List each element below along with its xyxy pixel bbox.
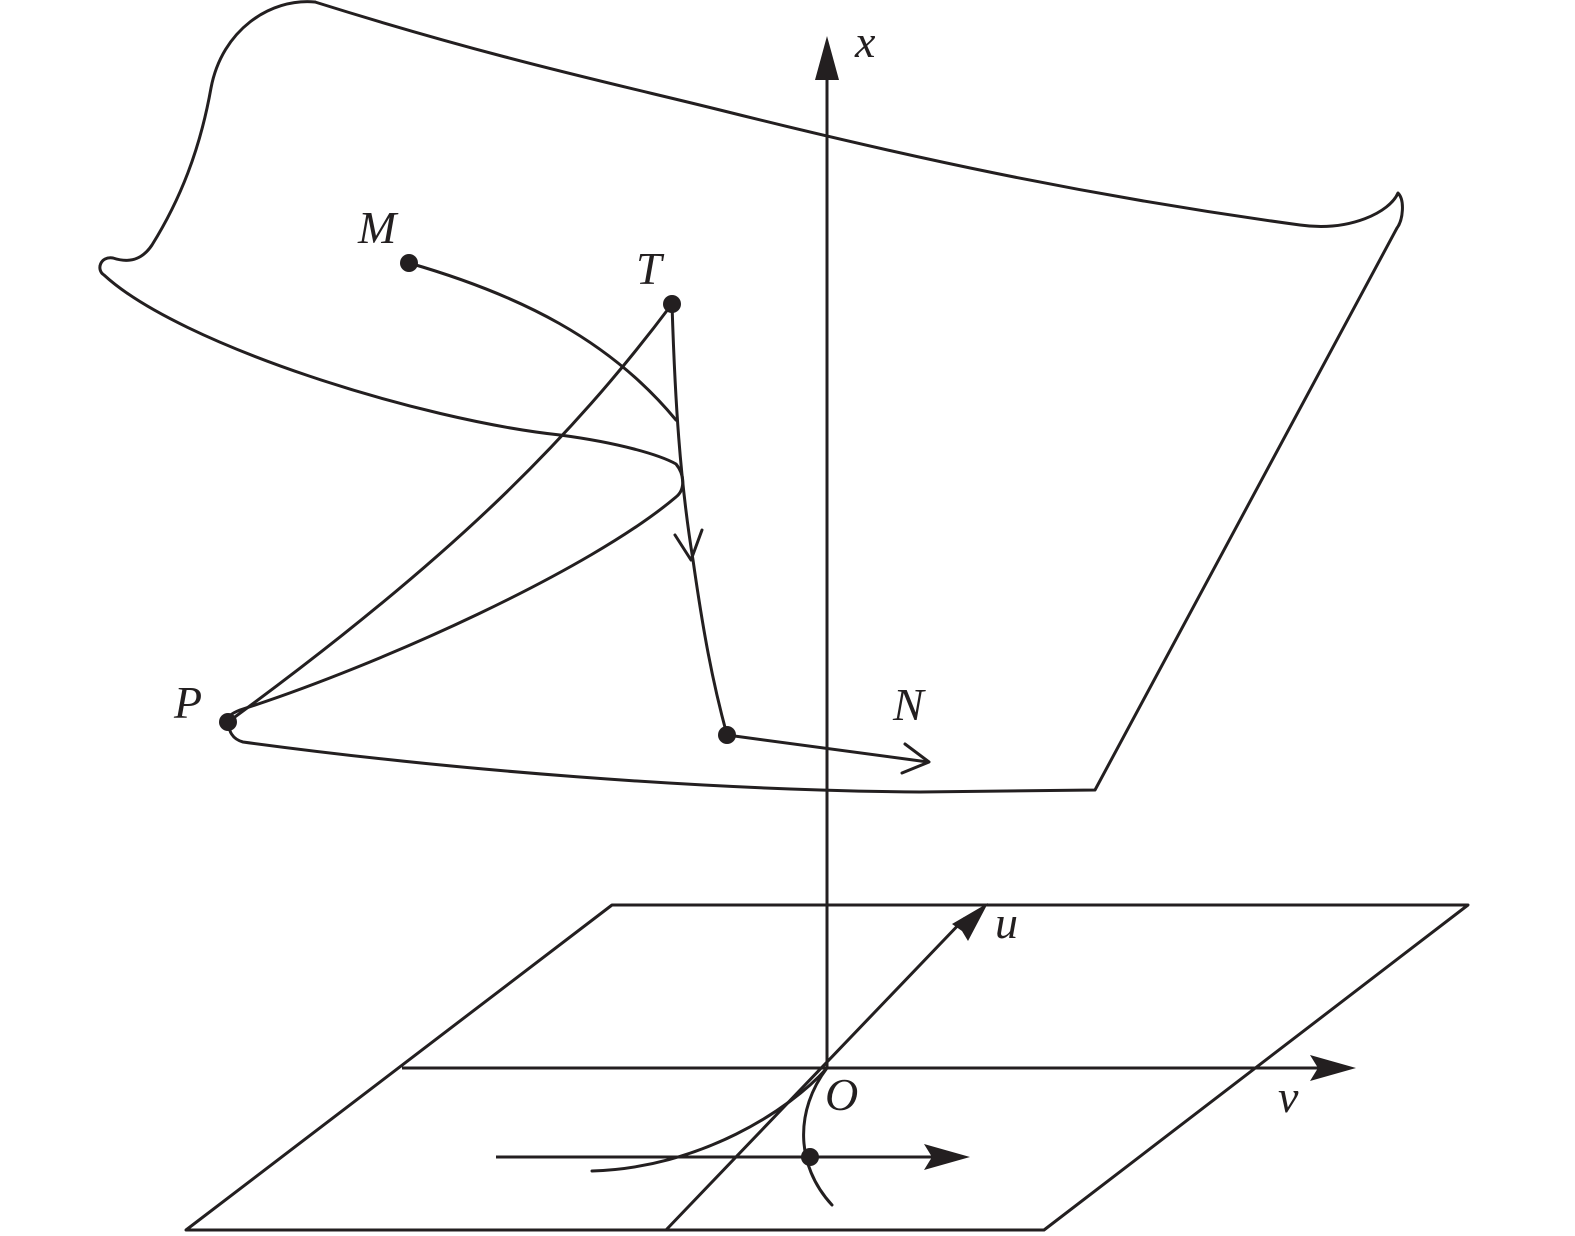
curve-T-to-N xyxy=(670,302,729,737)
plane-curve-left xyxy=(590,1066,829,1173)
vector-N xyxy=(726,733,929,764)
origin-label: O xyxy=(825,1069,858,1120)
x-axis-arrowhead xyxy=(815,36,839,80)
point-T-label: T xyxy=(636,243,665,294)
point-P-label: P xyxy=(173,677,202,728)
uv-plane xyxy=(184,903,1470,1232)
point-M-label: M xyxy=(357,202,399,253)
u-axis-arrowhead xyxy=(952,903,988,941)
curve-T-to-P xyxy=(226,302,674,724)
curve-direction-arrowhead xyxy=(673,528,704,562)
point-N-base xyxy=(718,726,736,744)
surface-outline xyxy=(228,0,1404,794)
surface-left-edge xyxy=(98,0,685,724)
point-M xyxy=(400,254,418,272)
x-axis-label: x xyxy=(854,16,876,67)
u-axis-label: u xyxy=(995,897,1018,948)
curve-M xyxy=(407,261,678,422)
plane-point xyxy=(801,1148,819,1166)
point-P xyxy=(219,713,237,731)
point-N-label: N xyxy=(892,679,926,730)
u-axis xyxy=(664,916,967,1232)
vector-N-arrowhead xyxy=(900,742,931,775)
v-axis-label: v xyxy=(1278,1071,1299,1122)
point-T xyxy=(663,295,681,313)
plane-direction-arrowhead xyxy=(924,1144,970,1170)
plane-curve-down xyxy=(802,1066,834,1207)
v-axis-arrowhead xyxy=(1310,1055,1356,1081)
